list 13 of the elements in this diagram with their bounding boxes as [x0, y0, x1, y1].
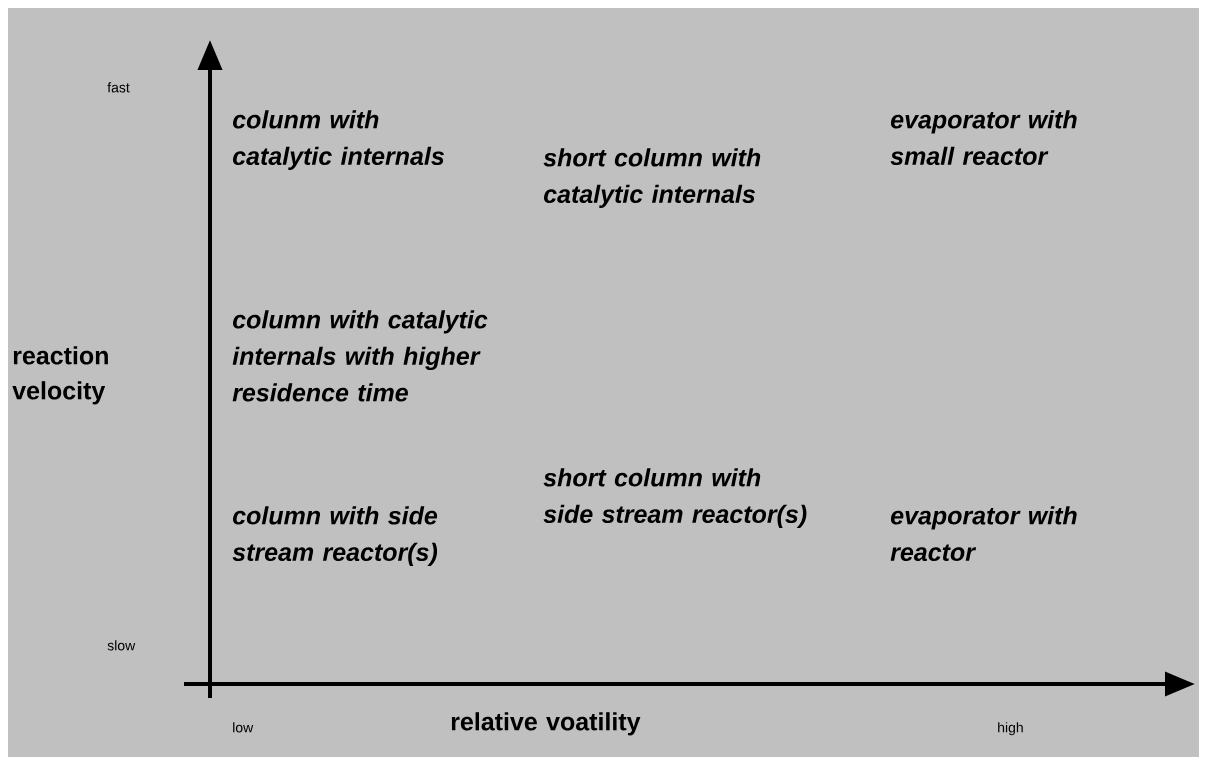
option-label: short column with catalytic internals — [543, 148, 761, 208]
axis-title: reaction velocity — [12, 346, 108, 405]
axis-tick-label: low — [233, 722, 254, 733]
axis-tick-label: high — [998, 722, 1023, 736]
option-label: evaporator with small reactor — [890, 110, 1077, 166]
option-label: column with side stream reactor(s) — [232, 506, 438, 566]
option-label: column with catalytic internals with higher residence time — [232, 310, 488, 402]
option-label: short column with side stream reactor(s) — [543, 468, 807, 528]
option-label: evaporator with reactor — [890, 506, 1077, 562]
axis-tick-label: fast — [107, 82, 130, 93]
option-label: colunm with catalytic internals — [233, 110, 444, 170]
axis-tick-label: slow — [107, 640, 136, 651]
axis-title: relative voatility — [451, 712, 641, 736]
